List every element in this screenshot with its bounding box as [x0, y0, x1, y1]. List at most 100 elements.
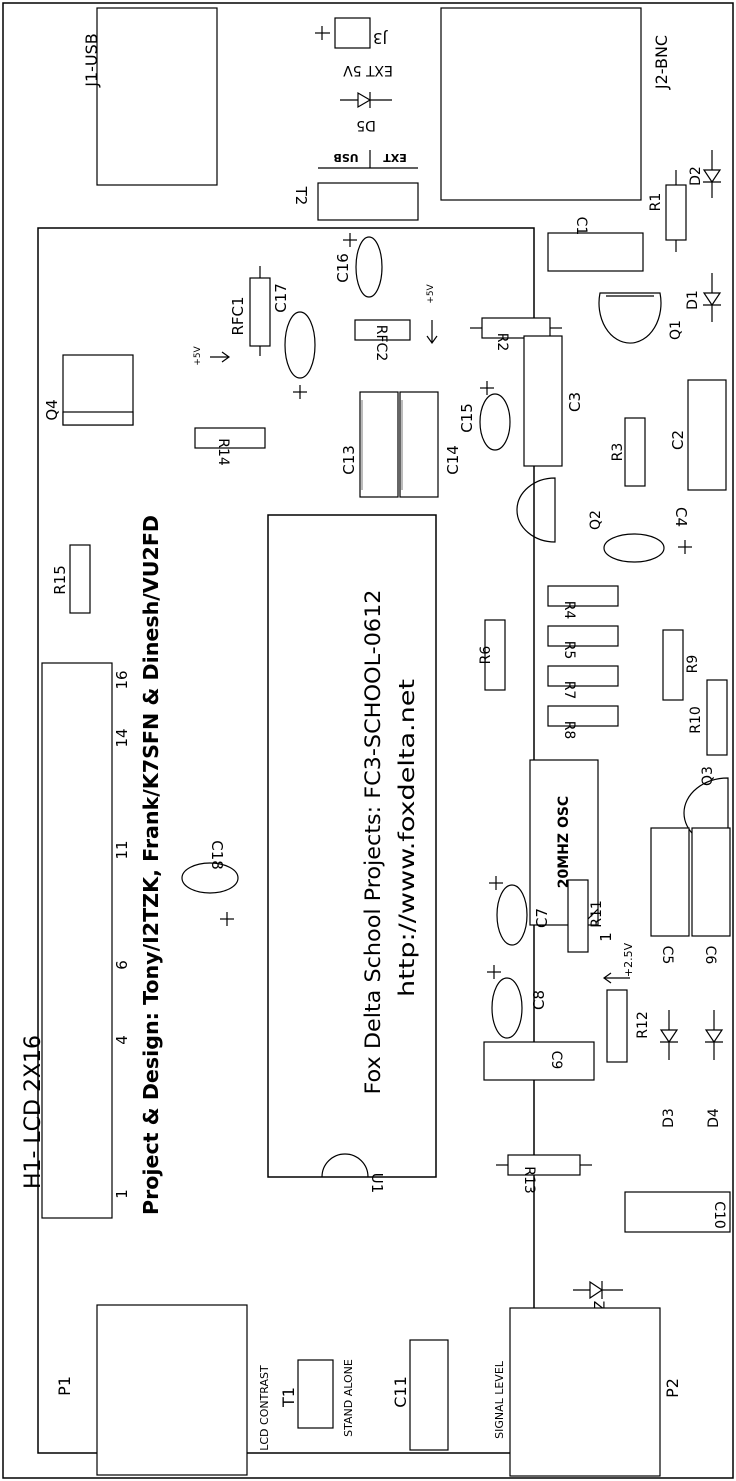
ext-label: EXT: [383, 151, 407, 164]
j3-connector: [334, 17, 371, 49]
d5-label: D5: [356, 117, 376, 133]
q1-label: Q1: [668, 320, 684, 340]
lcd-contrast-label: LCD CONTRAST: [258, 1365, 271, 1451]
signal-level-label: SIGNAL LEVEL: [493, 1360, 506, 1439]
r10-label: R10: [688, 706, 704, 734]
c6-label: C6: [702, 946, 718, 965]
c2-capacitor: [687, 379, 727, 491]
c3-label: C3: [566, 392, 584, 412]
p25v-arrowhead: [602, 972, 612, 984]
c13-capacitor: [359, 391, 399, 498]
q3-label: Q3: [700, 766, 716, 786]
rfc1-label: RFC1: [229, 296, 247, 335]
r8-resistor: [547, 705, 619, 727]
t1-jumper: [297, 1359, 334, 1429]
r4-label: R4: [561, 601, 577, 620]
url-text: http://www.foxdelta.net: [395, 679, 419, 997]
c10-capacitor: [624, 1191, 731, 1233]
rfc2-inductor: [354, 319, 411, 341]
r15-label: R15: [51, 565, 69, 595]
p25v-label: +2.5V: [622, 942, 635, 977]
r3-resistor: [624, 417, 646, 487]
r12-resistor: [606, 989, 628, 1063]
r5-label: R5: [561, 641, 577, 660]
c18-capacitor: [181, 862, 239, 894]
c8-label: C8: [530, 990, 548, 1010]
c14-capacitor: [399, 391, 439, 498]
q2-transistor: [516, 477, 556, 543]
r14-resistor: [194, 427, 266, 449]
q1-transistor: [598, 292, 662, 344]
c11-label: C11: [391, 1376, 410, 1408]
p5v-top-arrowhead: [426, 335, 438, 345]
d1-diode: [702, 273, 722, 322]
p2-potentiometer: [509, 1307, 661, 1477]
project-text: Fox Delta School Projects: FC3-SCHOOL-06…: [361, 590, 385, 1095]
c17-label: C17: [272, 283, 290, 313]
c11-capacitor: [409, 1339, 449, 1451]
ext5v-label: EXT 5V: [343, 62, 393, 78]
usb-label: USB: [333, 151, 358, 164]
c6-capacitor: [691, 827, 731, 937]
r11-resistor: [567, 879, 589, 953]
j1-usb-connector: [96, 7, 218, 186]
r13-resistor: [507, 1154, 581, 1176]
c4-capacitor: [603, 533, 665, 563]
d2-diode: [702, 150, 722, 198]
d3-label: D3: [661, 1108, 677, 1128]
r2-label: R2: [494, 333, 510, 352]
t2-label: T2: [292, 186, 310, 206]
credits-text: Project & Design: Tony/I2TZK, Frank/K7SF…: [139, 515, 163, 1215]
r1-label: R1: [648, 193, 664, 212]
p1-label: P1: [55, 1376, 74, 1396]
c9-capacitor: [483, 1041, 595, 1081]
r9-resistor: [662, 629, 684, 701]
p2-label: P2: [663, 1378, 682, 1398]
j1-label: J1-USB: [82, 33, 101, 88]
c13-label: C13: [340, 445, 358, 475]
r11-label: R11: [589, 900, 605, 928]
r4-resistor: [547, 585, 619, 607]
c7-label: C7: [533, 908, 551, 928]
pin-4-label: 4: [113, 1035, 131, 1045]
c17-capacitor: [284, 311, 316, 379]
p1-potentiometer: [96, 1304, 248, 1476]
c16-capacitor: [355, 236, 383, 298]
z1-zener-diode: [573, 1280, 623, 1300]
p5v-top-label: +5V: [426, 283, 436, 303]
osc-label: 20MHZ OSC: [556, 796, 572, 888]
r3-label: R3: [610, 443, 626, 462]
pin-11-label: 11: [113, 840, 131, 859]
u1-notch: [321, 1153, 369, 1178]
q2-label: Q2: [588, 510, 604, 530]
pin-14-label: 14: [113, 728, 131, 747]
rfc2-label: RFC2: [373, 325, 389, 361]
q4-label: Q4: [43, 399, 61, 420]
c15-capacitor: [479, 393, 511, 451]
c3-capacitor: [523, 335, 563, 467]
r6-resistor: [484, 619, 506, 691]
c18-label: C18: [208, 840, 226, 870]
h1-label: H1- LCD 2X16: [21, 1035, 46, 1189]
osc-pin1-label: 1: [597, 932, 615, 942]
pin-16-label: 16: [113, 670, 131, 689]
r7-label: R7: [561, 681, 577, 700]
c7-capacitor: [496, 884, 528, 946]
c1-capacitor: [547, 232, 644, 272]
p5v-left-label: +5V: [193, 345, 203, 365]
c5-capacitor: [650, 827, 690, 937]
r1-resistor: [665, 184, 687, 241]
p5v-left-arrowhead: [221, 351, 231, 363]
d5-diode: [340, 91, 392, 109]
t1-label: T1: [279, 1387, 298, 1408]
c9-label: C9: [548, 1051, 564, 1070]
r10-resistor: [706, 679, 728, 756]
c2-label: C2: [669, 430, 687, 450]
u1-label: U1: [368, 1173, 386, 1194]
u1-microcontroller: [267, 514, 437, 1178]
r2-resistor: [481, 317, 551, 339]
r13-label: R13: [521, 1166, 537, 1194]
j2-bnc-connector: [440, 7, 642, 201]
d4-label: D4: [706, 1108, 722, 1128]
